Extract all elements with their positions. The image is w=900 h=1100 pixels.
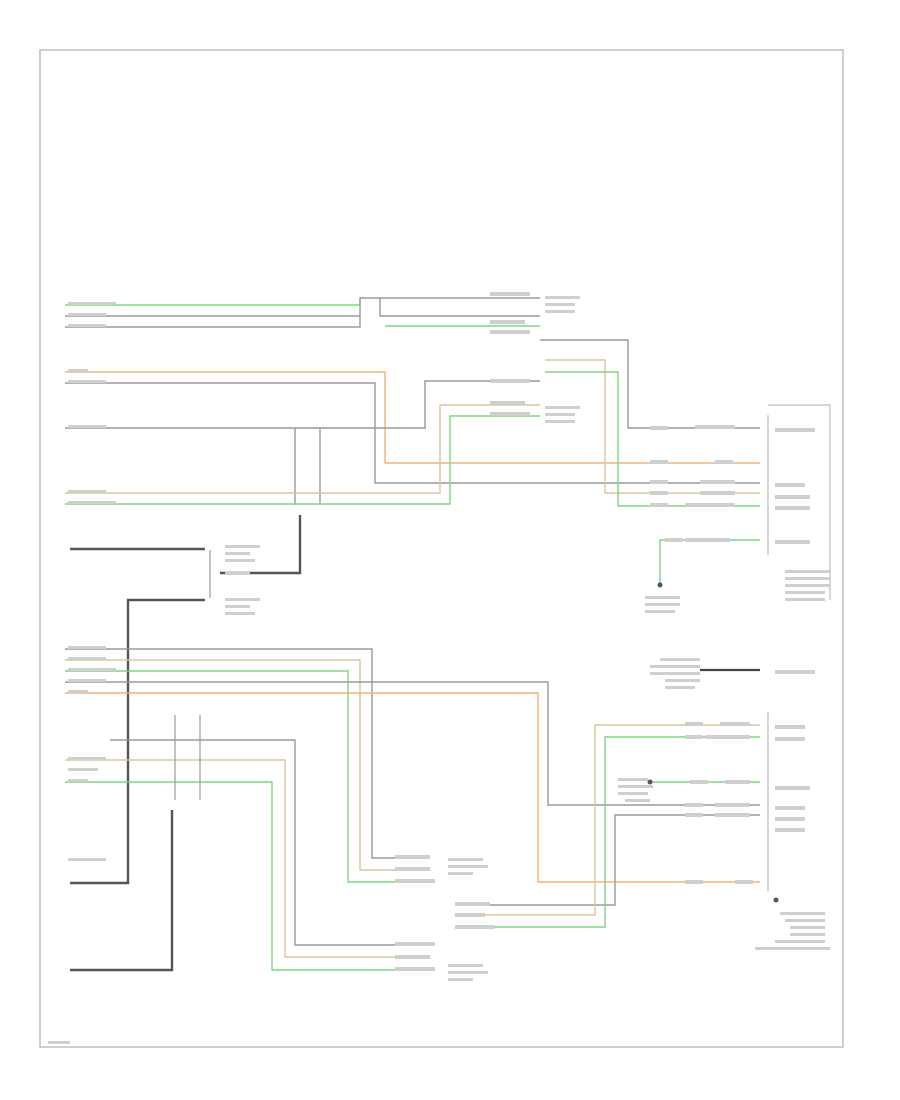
wire-tan-2 — [545, 359, 760, 494]
wire-gray-8 — [540, 339, 760, 429]
wire-group-middle — [65, 648, 760, 971]
wire-gray-9 — [65, 648, 430, 859]
splice-markers — [174, 550, 211, 800]
wire-tan-1 — [65, 404, 540, 494]
wire-tan-5 — [455, 724, 760, 916]
wire-group-upper-left — [65, 297, 760, 583]
wire-green-3 — [65, 415, 540, 505]
ground-symbol — [647, 582, 779, 903]
wire-orange-2 — [65, 692, 760, 883]
wire-green-5 — [659, 539, 760, 583]
drain-wire-3 — [70, 598, 205, 885]
wire-gray-4 — [65, 382, 760, 484]
wire-gray-2 — [65, 297, 540, 328]
wire-green-8 — [455, 736, 760, 928]
wire-gray-3 — [379, 298, 540, 317]
wire-green-6 — [65, 670, 430, 883]
wire-green-4 — [545, 371, 760, 507]
shield-drain-wires — [70, 515, 302, 972]
diagram-frame — [39, 49, 844, 1048]
wire-orange-1 — [65, 371, 760, 464]
wire-gray-10 — [65, 681, 760, 806]
wire-gray-11 — [110, 739, 430, 946]
wire-tan-3 — [65, 659, 430, 871]
connector-block-a — [767, 404, 831, 600]
drain-wire-4 — [70, 810, 174, 972]
wire-green-7 — [65, 781, 430, 971]
pin-label-marks — [48, 292, 830, 1044]
wire-gray-12 — [455, 814, 760, 906]
drain-wire-2 — [220, 515, 302, 575]
wire-gray-5 — [65, 380, 540, 429]
